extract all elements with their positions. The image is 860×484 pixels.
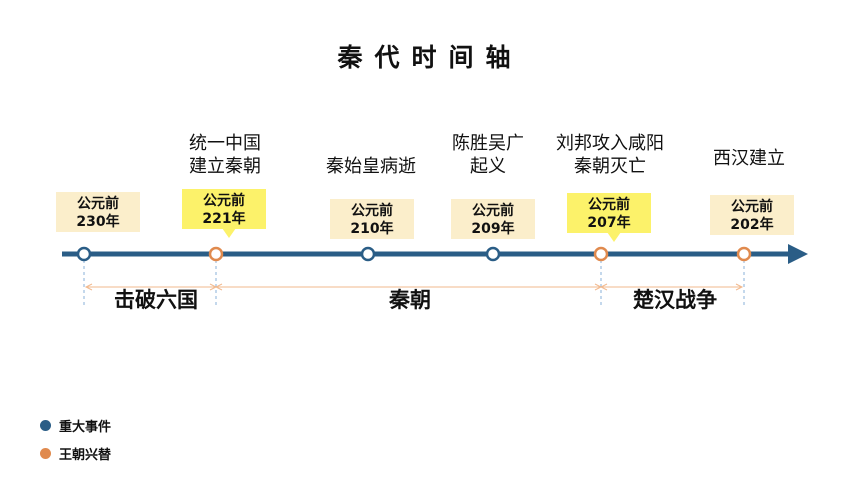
page-title: 秦代时间轴 xyxy=(337,43,523,72)
event-label-207-line2: 秦朝灭亡 xyxy=(574,156,646,177)
event-label-210: 秦始皇病逝 xyxy=(301,155,441,178)
date-box-207: 公元前 207年 xyxy=(567,193,651,242)
date-210-line2: 210年 xyxy=(350,221,394,237)
event-label-207: 刘邦攻入咸阳 秦朝灭亡 xyxy=(540,132,680,178)
date-202-line2: 202年 xyxy=(730,217,774,233)
marker-230 xyxy=(76,246,92,262)
event-label-221-line2: 建立秦朝 xyxy=(189,156,261,177)
legend-item-dynasty: 王朝兴替 xyxy=(40,444,111,463)
event-label-202-line1: 西汉建立 xyxy=(713,148,785,169)
date-209-line1: 公元前 xyxy=(472,203,514,219)
legend-label-major: 重大事件 xyxy=(59,420,112,435)
legend-dot-major-icon xyxy=(40,420,51,431)
period-label-conquest: 击破六国 xyxy=(114,288,198,312)
range-arrow-221-right xyxy=(214,283,223,291)
date-box-210: 公元前 210年 xyxy=(330,199,414,239)
event-label-210-line1: 秦始皇病逝 xyxy=(326,156,416,177)
event-label-221: 统一中国 建立秦朝 xyxy=(155,132,295,178)
date-202-line1: 公元前 xyxy=(731,199,773,215)
legend-item-major: 重大事件 xyxy=(40,416,111,435)
date-box-209: 公元前 209年 xyxy=(451,199,535,239)
event-label-202: 西汉建立 xyxy=(679,147,819,170)
period-label-chu-han: 楚汉战争 xyxy=(633,288,717,312)
date-box-230: 公元前 230年 xyxy=(56,192,140,232)
date-box-202: 公元前 202年 xyxy=(710,195,794,235)
date-209-line2: 209年 xyxy=(471,221,515,237)
event-label-221-line1: 统一中国 xyxy=(189,133,261,154)
event-label-209-line2: 起义 xyxy=(470,156,506,177)
legend-label-dynasty: 王朝兴替 xyxy=(59,448,112,463)
date-221-line1: 公元前 xyxy=(203,193,245,209)
range-arrow-left xyxy=(84,283,93,291)
date-230-line2: 230年 xyxy=(76,214,120,230)
marker-221 xyxy=(208,246,224,262)
event-label-209-line1: 陈胜吴广 xyxy=(452,133,524,154)
marker-209 xyxy=(485,246,501,262)
date-207-line2: 207年 xyxy=(587,215,631,231)
date-230-line1: 公元前 xyxy=(77,196,119,212)
event-label-209: 陈胜吴广 起义 xyxy=(418,132,558,178)
event-label-207-line1: 刘邦攻入咸阳 xyxy=(556,133,664,154)
range-arrow-right xyxy=(735,283,744,291)
marker-202 xyxy=(736,246,752,262)
marker-207 xyxy=(593,246,609,262)
date-207-line1: 公元前 xyxy=(588,197,630,213)
marker-210 xyxy=(360,246,376,262)
date-210-line1: 公元前 xyxy=(351,203,393,219)
timeline-arrowhead xyxy=(788,244,808,264)
legend-dot-dynasty-icon xyxy=(40,448,51,459)
date-box-221: 公元前 221年 xyxy=(182,189,266,238)
range-arrow-207-right xyxy=(599,283,608,291)
period-label-qin: 秦朝 xyxy=(389,288,431,312)
date-221-line2: 221年 xyxy=(202,211,246,227)
